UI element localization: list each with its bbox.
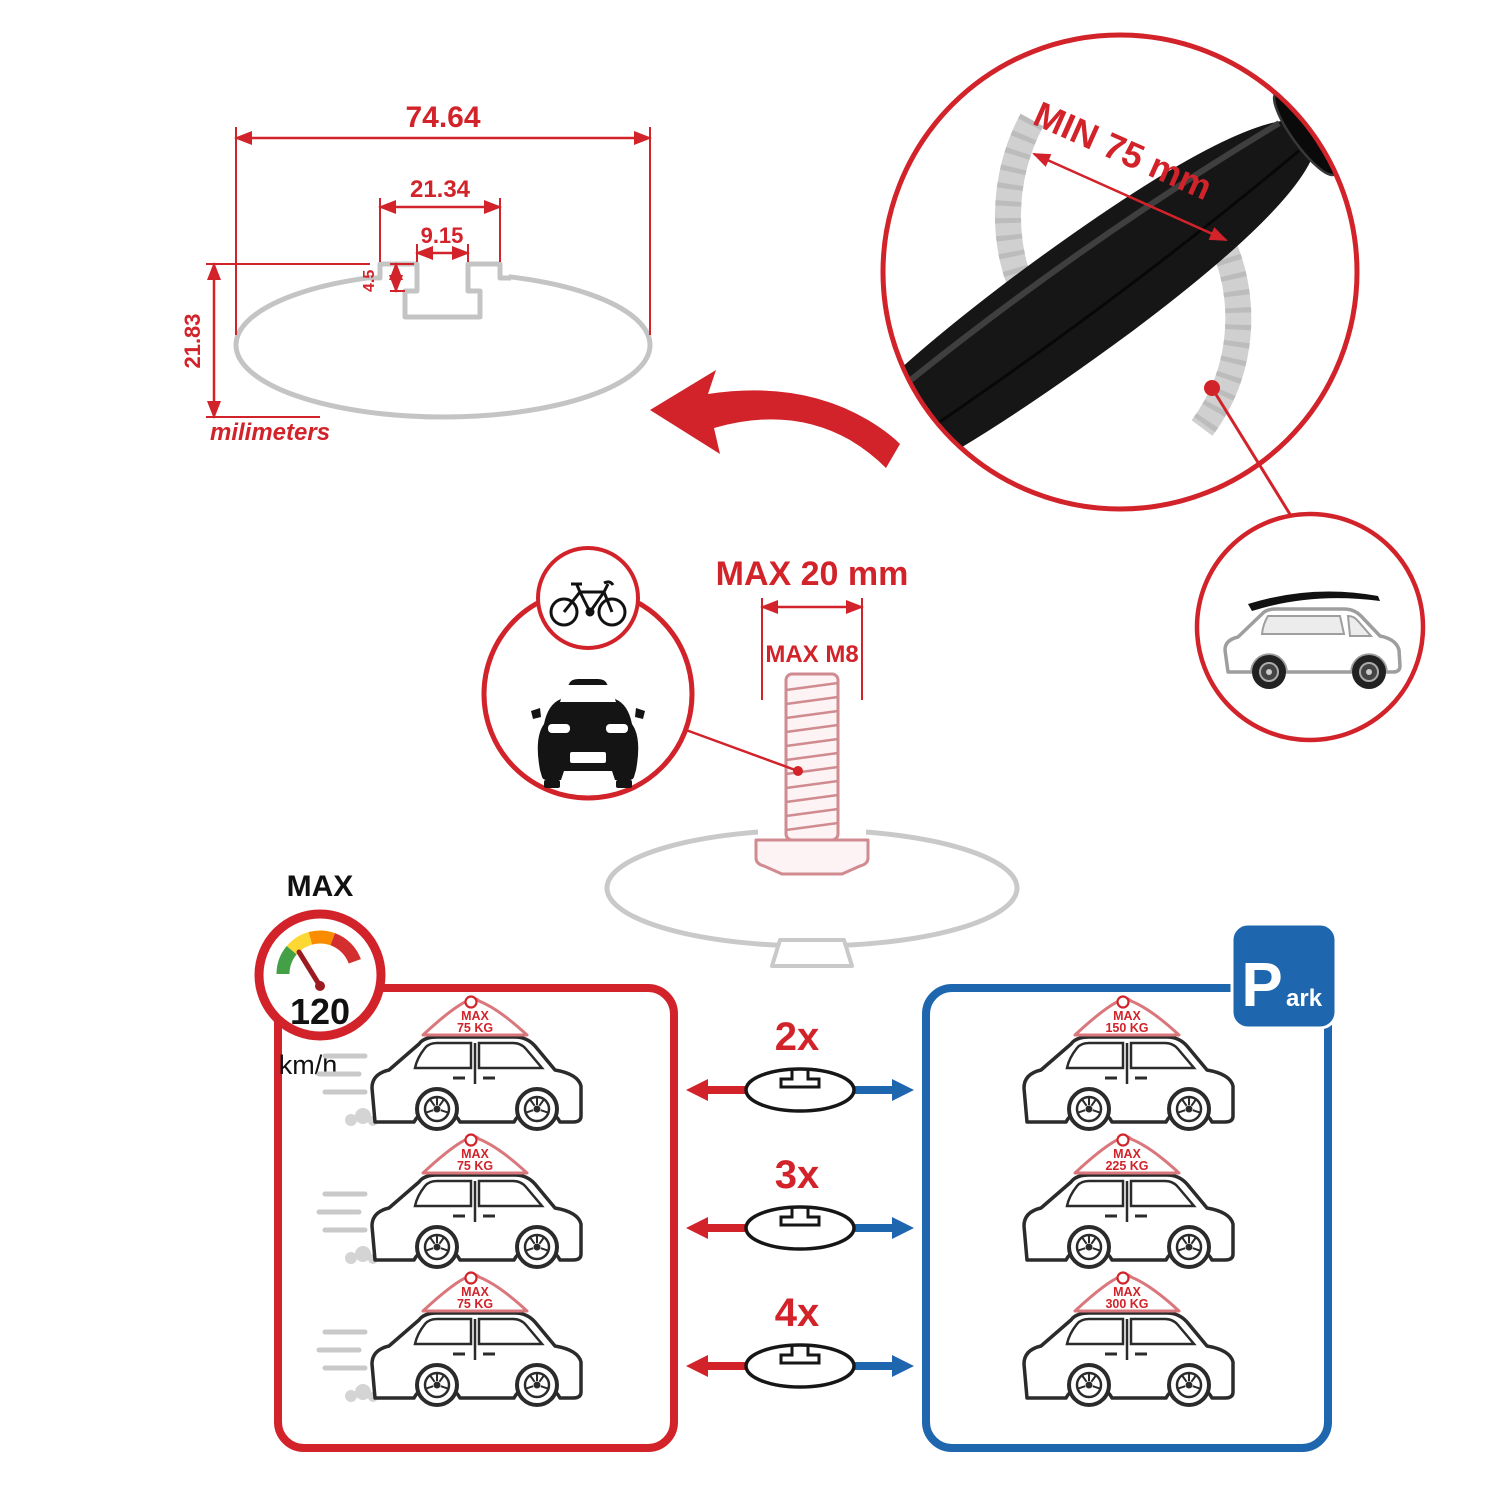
load-max-label: MAX: [461, 1009, 489, 1023]
dim-total-height: 21.83: [180, 262, 370, 419]
load-value: 75 KG: [457, 1021, 493, 1035]
bolt-max-width-label: MAX 20 mm: [716, 555, 909, 593]
crossbar-count-icon: [744, 1067, 856, 1113]
bolt-callout-dot: [793, 766, 803, 776]
suv-with-roofbox: [1223, 591, 1402, 689]
dim-channel-outer: 21.34: [378, 176, 502, 262]
arrow-to-driving-head: [686, 1079, 708, 1101]
bar-count-row: 4x: [686, 1291, 914, 1389]
bolt-diagram: MAX 20 mm MAX M8: [604, 555, 1020, 968]
crossbar-count-slot: [779, 1070, 821, 1089]
load-max-label: MAX: [1113, 1285, 1141, 1299]
driving-cars: MAX 75 KG MAX 75 KG MAX 75 KG: [316, 995, 583, 1407]
bike-circle-border: [536, 546, 640, 650]
roof-load-badge: MAX 225 KG: [1073, 1133, 1181, 1175]
roof-load-badge: MAX 75 KG: [421, 995, 529, 1037]
motion-marks: [316, 1053, 378, 1126]
speed-max-label: MAX: [287, 870, 354, 903]
load-max-label: MAX: [1113, 1009, 1141, 1023]
car-front-icon: [531, 679, 645, 788]
load-value: 75 KG: [457, 1159, 493, 1173]
speed-value: 120: [290, 991, 350, 1032]
crossbar-count-slot: [779, 1208, 821, 1227]
dim-lip-depth-value: 4.5: [361, 270, 378, 292]
dim-total-width-value: 74.64: [405, 101, 480, 134]
load-max-label: MAX: [461, 1147, 489, 1161]
dim-lip-depth: 4.5: [361, 262, 414, 293]
parking-cars: MAX 150 KG MAX 225 KG MAX 300 KG: [1022, 995, 1235, 1407]
roof-load-badge: MAX 75 KG: [421, 1271, 529, 1313]
dim-total-width: 74.64: [234, 101, 652, 335]
park-sign-ark: ark: [1286, 985, 1323, 1012]
load-max-label: MAX: [1113, 1147, 1141, 1161]
load-value: 75 KG: [457, 1297, 493, 1311]
crossbar-count-label: 4x: [775, 1291, 820, 1335]
zoom-pointer-arrow: [650, 370, 900, 468]
roof-load-badge: MAX 75 KG: [421, 1133, 529, 1175]
arrow-to-parking-head: [892, 1079, 914, 1101]
load-value: 300 KG: [1105, 1297, 1148, 1311]
arrow-to-parking-head: [892, 1355, 914, 1377]
min-span-arrow: [1032, 152, 1228, 242]
gauge-needle: [296, 949, 323, 989]
t-bolt-head: [754, 838, 870, 876]
bar-count-row: 2x: [686, 1015, 914, 1113]
roof-load-badge: MAX 150 KG: [1073, 995, 1181, 1037]
dim-channel-slot-value: 9.15: [421, 223, 464, 248]
crossbar-count-icon: [744, 1343, 856, 1389]
bolt-callout-line: [685, 728, 799, 773]
dim-channel-outer-value: 21.34: [410, 176, 471, 203]
t-slot-channel: [370, 261, 511, 320]
bolt-thread-label: MAX M8: [765, 641, 858, 668]
bike-car-circle: [481, 546, 695, 801]
motion-marks: [316, 1329, 378, 1402]
crossbar-zoom-circle: MIN 75 mm: [880, 32, 1360, 525]
arrow-to-driving-head: [686, 1217, 708, 1239]
gauge-arcs: [276, 930, 361, 975]
load-value: 225 KG: [1105, 1159, 1148, 1173]
bicycle-icon: [549, 580, 627, 627]
units-label: milimeters: [210, 419, 330, 446]
roof-box: [1248, 591, 1380, 611]
t-bolt: [754, 672, 870, 876]
profile-lower-fin: [770, 938, 854, 968]
load-max-label: MAX: [461, 1285, 489, 1299]
park-sign-p: P: [1241, 951, 1282, 1020]
arrow-to-parking-head: [892, 1217, 914, 1239]
callout-line: [1210, 387, 1298, 525]
bar-count-row: 3x: [686, 1153, 914, 1251]
crossbar-count-slot: [779, 1346, 821, 1365]
roof-load-badge: MAX 300 KG: [1073, 1271, 1181, 1313]
bar-count-rows: 2x 3x 4x: [686, 1015, 914, 1389]
cross-section-drawing: 74.64 21.34 9.15 4.5 21.83: [180, 101, 653, 446]
crossbar-count-icon: [744, 1205, 856, 1251]
gauge-pivot: [315, 981, 325, 991]
park-sign: P ark: [1230, 922, 1338, 1030]
load-value: 150 KG: [1105, 1021, 1148, 1035]
arrow-to-driving-head: [686, 1355, 708, 1377]
roofbox-car-circle: [1194, 511, 1426, 743]
dim-channel-slot: 9.15: [415, 223, 470, 262]
crossbar-count-label: 2x: [775, 1015, 820, 1059]
crossbar-count-label: 3x: [775, 1153, 820, 1197]
dim-total-height-value: 21.83: [180, 313, 205, 368]
